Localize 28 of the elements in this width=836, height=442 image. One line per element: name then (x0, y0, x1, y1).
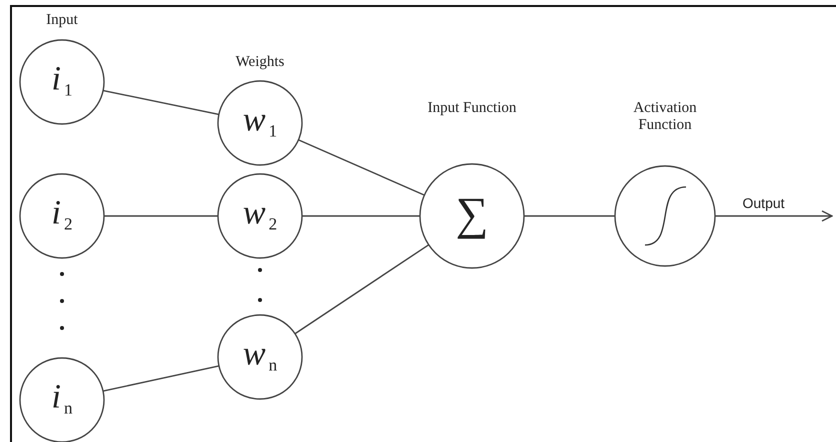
weight-node (217, 173, 303, 259)
column-heading: Input (45, 12, 79, 30)
variable-label: i$_{1}$ (52, 62, 72, 99)
weight-node (217, 314, 303, 400)
column-heading: Activation Function (632, 100, 698, 134)
input-node (19, 39, 105, 125)
arrow (715, 210, 833, 222)
connection-line (102, 365, 220, 392)
connection-line (102, 90, 220, 116)
summation-node (419, 163, 525, 269)
variable-label: i$_{n}$ (52, 380, 72, 417)
column-heading: Input Function (427, 100, 517, 118)
connection-line (524, 215, 615, 217)
connection-line (104, 215, 218, 217)
connection-line (298, 139, 425, 196)
variable-label: w$_{n}$ (242, 338, 278, 374)
weight-node (217, 80, 303, 166)
activation-node (614, 165, 716, 267)
column-heading: Weights (234, 54, 286, 72)
edge-label: Output (742, 196, 786, 210)
connection-line (302, 215, 420, 217)
input-node (19, 173, 105, 259)
variable-label: w$_{2}$ (242, 196, 278, 233)
sum-symbol: ∑ (456, 191, 488, 238)
variable-label: i$_{2}$ (52, 196, 72, 233)
variable-label: w$_{1}$ (242, 104, 278, 140)
connection-line (294, 244, 430, 334)
input-node (19, 357, 105, 442)
